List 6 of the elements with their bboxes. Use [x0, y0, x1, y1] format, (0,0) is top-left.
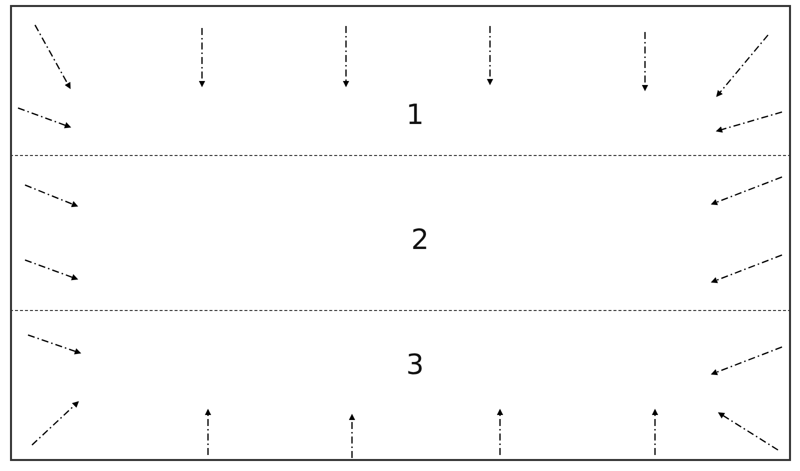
- zone-number: 1: [406, 101, 424, 129]
- zone-band: [10, 5, 791, 156]
- zone-band: [10, 311, 791, 461]
- zone-number: 3: [406, 351, 424, 379]
- zone-band: [10, 156, 791, 311]
- zone-number: 2: [411, 226, 429, 254]
